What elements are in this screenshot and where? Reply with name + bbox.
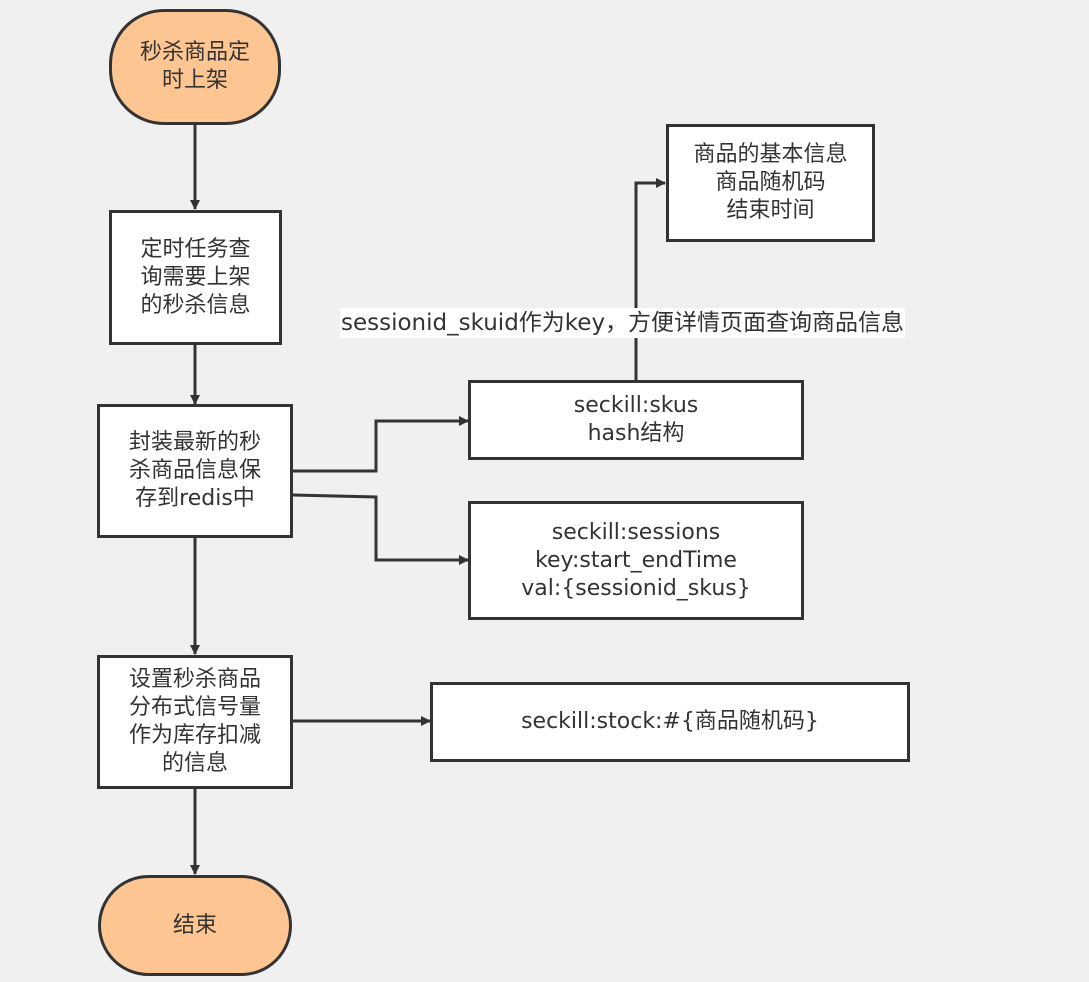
end-node: 结束 <box>98 875 292 976</box>
save-redis-node: 封装最新的秒 杀商品信息保 存到redis中 <box>97 404 293 538</box>
query-task-node: 定时任务查 询需要上架 的秒杀信息 <box>109 210 282 345</box>
arrow-skus-to-info <box>634 178 666 380</box>
edge-label-skus-to-info: sessionid_skuid作为key，方便详情页面查询商品信息 <box>340 308 906 338</box>
arrow-save-to-sessions <box>292 493 469 565</box>
arrow-save-to-skus <box>293 416 469 473</box>
sessions-node: seckill:sessions key:start_endTime val:{… <box>468 501 804 620</box>
skus-hash-node: seckill:skus hash结构 <box>468 380 804 460</box>
stock-node: seckill:stock:#{商品随机码} <box>430 682 910 762</box>
product-info-node: 商品的基本信息 商品随机码 结束时间 <box>666 124 875 242</box>
set-semaphore-node: 设置秒杀商品 分布式信号量 作为库存扣减 的信息 <box>97 655 293 789</box>
start-node: 秒杀商品定 时上架 <box>109 9 281 125</box>
